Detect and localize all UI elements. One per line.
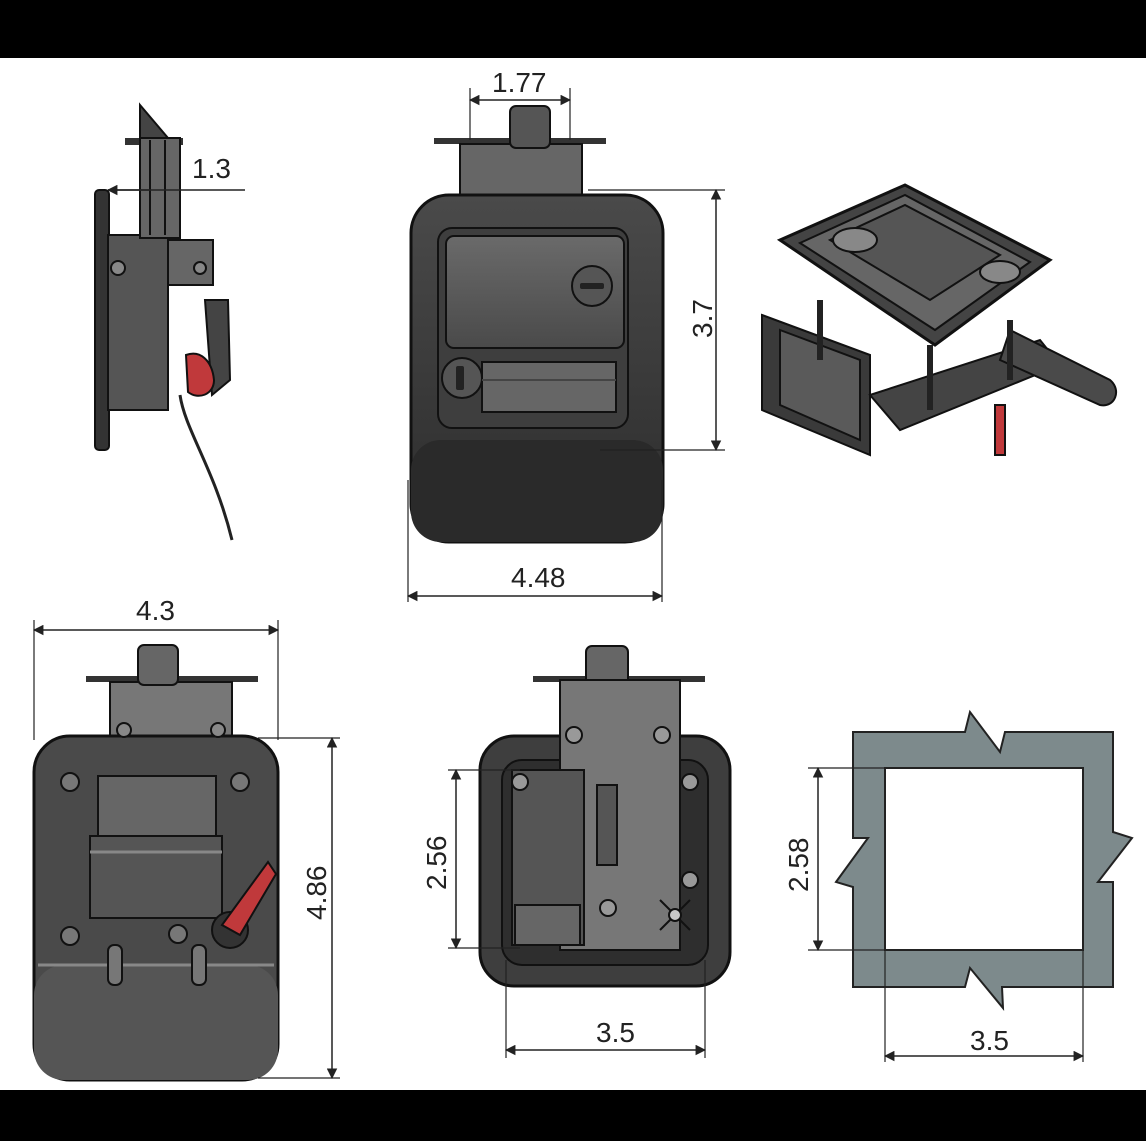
- front-view: [406, 88, 725, 602]
- dim-cutout-height: 2.58: [783, 838, 814, 893]
- back-view: [32, 620, 340, 1082]
- dim-back-width: 4.3: [136, 595, 175, 626]
- dim-rear-height: 2.56: [421, 836, 452, 891]
- cutout-template: [808, 709, 1134, 1062]
- isometric-view: [761, 183, 1118, 457]
- dim-front-plunger-width: 1.77: [492, 67, 547, 98]
- dim-front-width: 4.48: [511, 562, 566, 593]
- top-black-bar: [0, 0, 1146, 58]
- dim-front-height: 3.7: [687, 299, 718, 338]
- dim-rear-width: 3.5: [596, 1017, 635, 1048]
- rear-view: [448, 645, 732, 1058]
- dim-cutout-width: 3.5: [970, 1025, 1009, 1056]
- side-view: [94, 102, 245, 541]
- dim-back-height: 4.86: [301, 866, 332, 921]
- bottom-black-bar: [0, 1090, 1146, 1141]
- dim-side-depth: 1.3: [192, 153, 231, 184]
